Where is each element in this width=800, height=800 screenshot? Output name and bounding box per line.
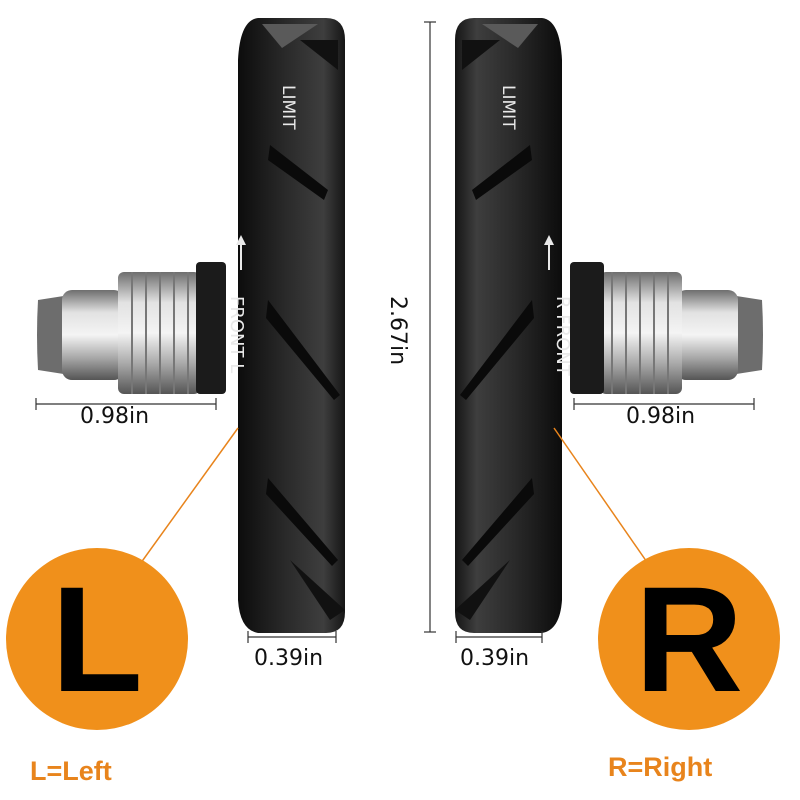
right-width-label: 0.98in (626, 404, 696, 429)
left-limit-label: LIMIT (278, 85, 298, 130)
left-post (37, 262, 226, 394)
right-caption: R=Right (608, 752, 713, 782)
left-width-label: 0.98in (80, 404, 150, 429)
right-post (570, 262, 763, 394)
right-direction-label: R FRONT (552, 296, 573, 377)
left-thickness-label: 0.39in (254, 646, 324, 671)
left-badge: L (6, 548, 188, 730)
left-caption: L=Left (30, 756, 112, 786)
right-badge: R (598, 548, 780, 730)
left-brake-pad: LIMIT FRONT L (37, 18, 345, 633)
left-arrow-icon (236, 235, 246, 270)
left-badge-letter: L (51, 555, 143, 723)
dimension-lines (35, 21, 755, 643)
left-direction-label: FRONT L (226, 296, 247, 373)
right-badge-letter: R (634, 555, 744, 723)
height-label: 2.67in (385, 296, 410, 366)
right-thickness-label: 0.39in (460, 646, 530, 671)
leader-lines (129, 427, 659, 579)
right-limit-label: LIMIT (498, 85, 518, 130)
right-brake-pad: LIMIT R FRONT (455, 18, 763, 633)
right-arrow-icon (544, 235, 554, 270)
